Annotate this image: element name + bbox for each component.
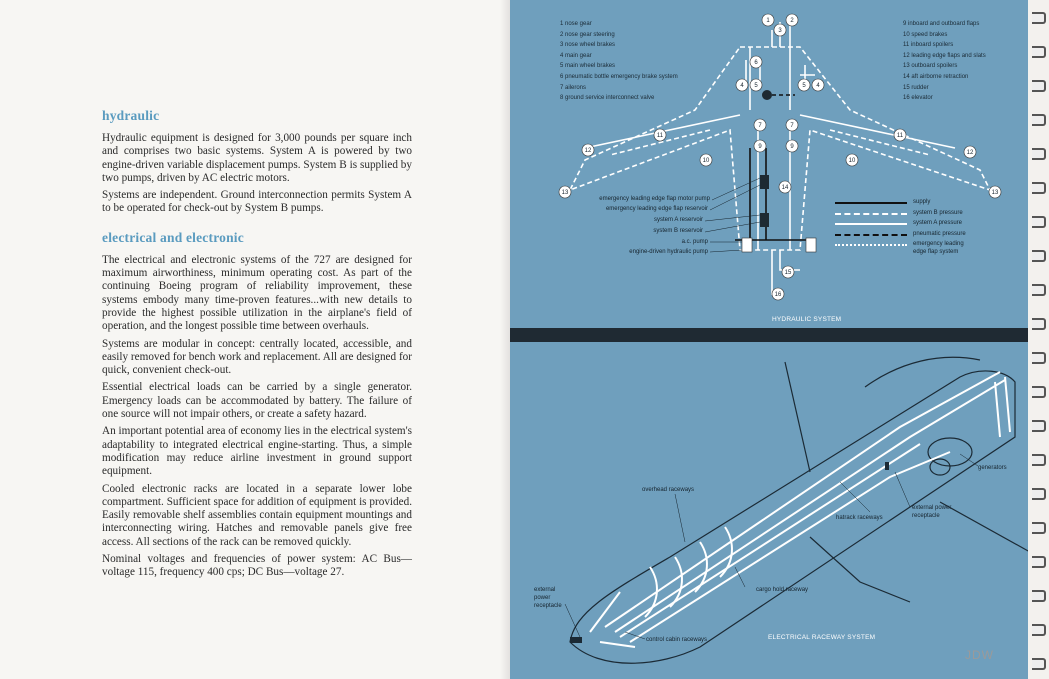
binding-ring <box>1032 420 1046 432</box>
panel-divider <box>510 328 1030 342</box>
binding-ring <box>1032 12 1046 24</box>
binding-ring <box>1032 624 1046 636</box>
section-title-hydraulic: hydraulic <box>102 108 160 123</box>
label-ac-pump: a.c. pump <box>681 239 708 245</box>
binding-ring <box>1032 556 1046 568</box>
label-system-b-reservoir: system B reservoir <box>653 228 703 234</box>
binding-ring <box>1032 454 1046 466</box>
legend-row: supply <box>835 198 1025 209</box>
label-overhead-raceways: overhead raceways <box>642 487 695 493</box>
hydraulic-caption: HYDRAULIC SYSTEM <box>772 316 842 323</box>
electrical-caption: ELECTRICAL RACEWAY SYSTEM <box>768 634 876 641</box>
legend-row: system A pressure <box>835 219 1025 230</box>
binding-ring <box>1032 46 1046 58</box>
label-system-a-reservoir: system A reservoir <box>653 217 703 223</box>
binding-ring <box>1032 182 1046 194</box>
binding-ring <box>1032 284 1046 296</box>
label-hatrack-raceways: hatrack raceways <box>836 515 883 521</box>
svg-text:14: 14 <box>782 185 789 191</box>
svg-text:11: 11 <box>657 133 664 139</box>
binding-ring <box>1032 590 1046 602</box>
svg-text:4: 4 <box>740 83 744 89</box>
legend-row: system B pressure <box>835 209 1025 220</box>
spine-shadow <box>500 0 512 679</box>
paragraph: Essential electrical loads can be carrie… <box>102 381 412 421</box>
svg-text:13: 13 <box>562 190 569 196</box>
binding-ring <box>1032 216 1046 228</box>
svg-text:9: 9 <box>758 144 762 150</box>
label-emergency-reservoir: emergency leading edge flap reservoir <box>605 206 708 212</box>
line-style-legend: supply system B pressure system A pressu… <box>835 198 1025 256</box>
binding-ring <box>1032 114 1046 126</box>
binding-ring <box>1032 148 1046 160</box>
label-control-cabin-raceways: control cabin raceways <box>646 637 708 643</box>
paragraph: Systems are modular in concept: centrall… <box>102 337 412 377</box>
label-external-power-right: external power receptacle <box>912 505 952 519</box>
text-column: hydraulic Hydraulic equipment is designe… <box>102 108 412 584</box>
hydraulic-key-left: 1 nose gear 2 nose gear steering 3 nose … <box>560 21 678 102</box>
svg-text:6: 6 <box>754 60 758 66</box>
svg-text:2: 2 <box>790 18 794 24</box>
left-page: hydraulic Hydraulic equipment is designe… <box>0 0 510 679</box>
binding-ring <box>1032 352 1046 364</box>
hydraulic-diagram: 1 nose gear 2 nose gear steering 3 nose … <box>510 0 1030 328</box>
svg-text:10: 10 <box>849 158 856 164</box>
binding-ring <box>1032 80 1046 92</box>
paragraph: Systems are independent. Ground intercon… <box>102 189 412 215</box>
paragraph: The electrical and electronic systems of… <box>102 253 412 333</box>
binding-ring <box>1032 658 1046 670</box>
electrical-diagram: generators overhead raceways hatrack rac… <box>510 342 1030 679</box>
svg-text:4: 4 <box>816 83 820 89</box>
svg-text:11: 11 <box>897 133 904 139</box>
section-title-electrical: electrical and electronic <box>102 229 244 245</box>
label-emergency-pump: emergency leading edge flap motor pump <box>599 196 710 202</box>
svg-text:12: 12 <box>967 150 974 156</box>
svg-text:10: 10 <box>703 158 710 164</box>
svg-text:7: 7 <box>790 123 794 129</box>
svg-text:5: 5 <box>754 83 758 89</box>
svg-text:3: 3 <box>778 28 782 34</box>
svg-text:7: 7 <box>758 123 762 129</box>
binding-ring <box>1032 386 1046 398</box>
airplane-cutaway <box>564 356 1030 664</box>
handwritten-initials: JDW <box>965 648 994 662</box>
svg-text:12: 12 <box>585 148 592 154</box>
right-page: 1 nose gear 2 nose gear steering 3 nose … <box>510 0 1030 679</box>
svg-text:1: 1 <box>766 18 770 24</box>
spiral-binding <box>1028 0 1049 679</box>
svg-text:5: 5 <box>802 83 806 89</box>
svg-text:15: 15 <box>785 270 792 276</box>
label-external-power-left: external power receptacle <box>534 587 562 609</box>
binding-ring <box>1032 522 1046 534</box>
binding-ring <box>1032 250 1046 262</box>
paragraph: Nominal voltages and frequencies of powe… <box>102 553 412 579</box>
svg-text:16: 16 <box>775 292 782 298</box>
binding-ring <box>1032 318 1046 330</box>
svg-text:13: 13 <box>992 190 999 196</box>
paragraph: Cooled electronic racks are located in a… <box>102 482 412 548</box>
svg-text:9: 9 <box>790 144 794 150</box>
hydraulic-key-right: 9 inboard and outboard flaps 10 speed br… <box>903 21 986 102</box>
legend-row: pneumatic pressure <box>835 230 1025 241</box>
binding-ring <box>1032 488 1046 500</box>
hydraulic-schematic: 1 2 3 4 5 5 4 6 7 7 9 9 10 10 11 11 12 1… <box>558 13 1002 301</box>
label-cargo-hold-raceway: cargo hold raceway <box>756 587 809 593</box>
paragraph: An important potential area of economy l… <box>102 425 412 478</box>
label-generators: generators <box>978 465 1007 471</box>
label-engine-pump: engine-driven hydraulic pump <box>629 249 708 255</box>
paragraph: Hydraulic equipment is designed for 3,00… <box>102 132 412 184</box>
legend-row: emergency leading edge flap system <box>835 240 1025 256</box>
